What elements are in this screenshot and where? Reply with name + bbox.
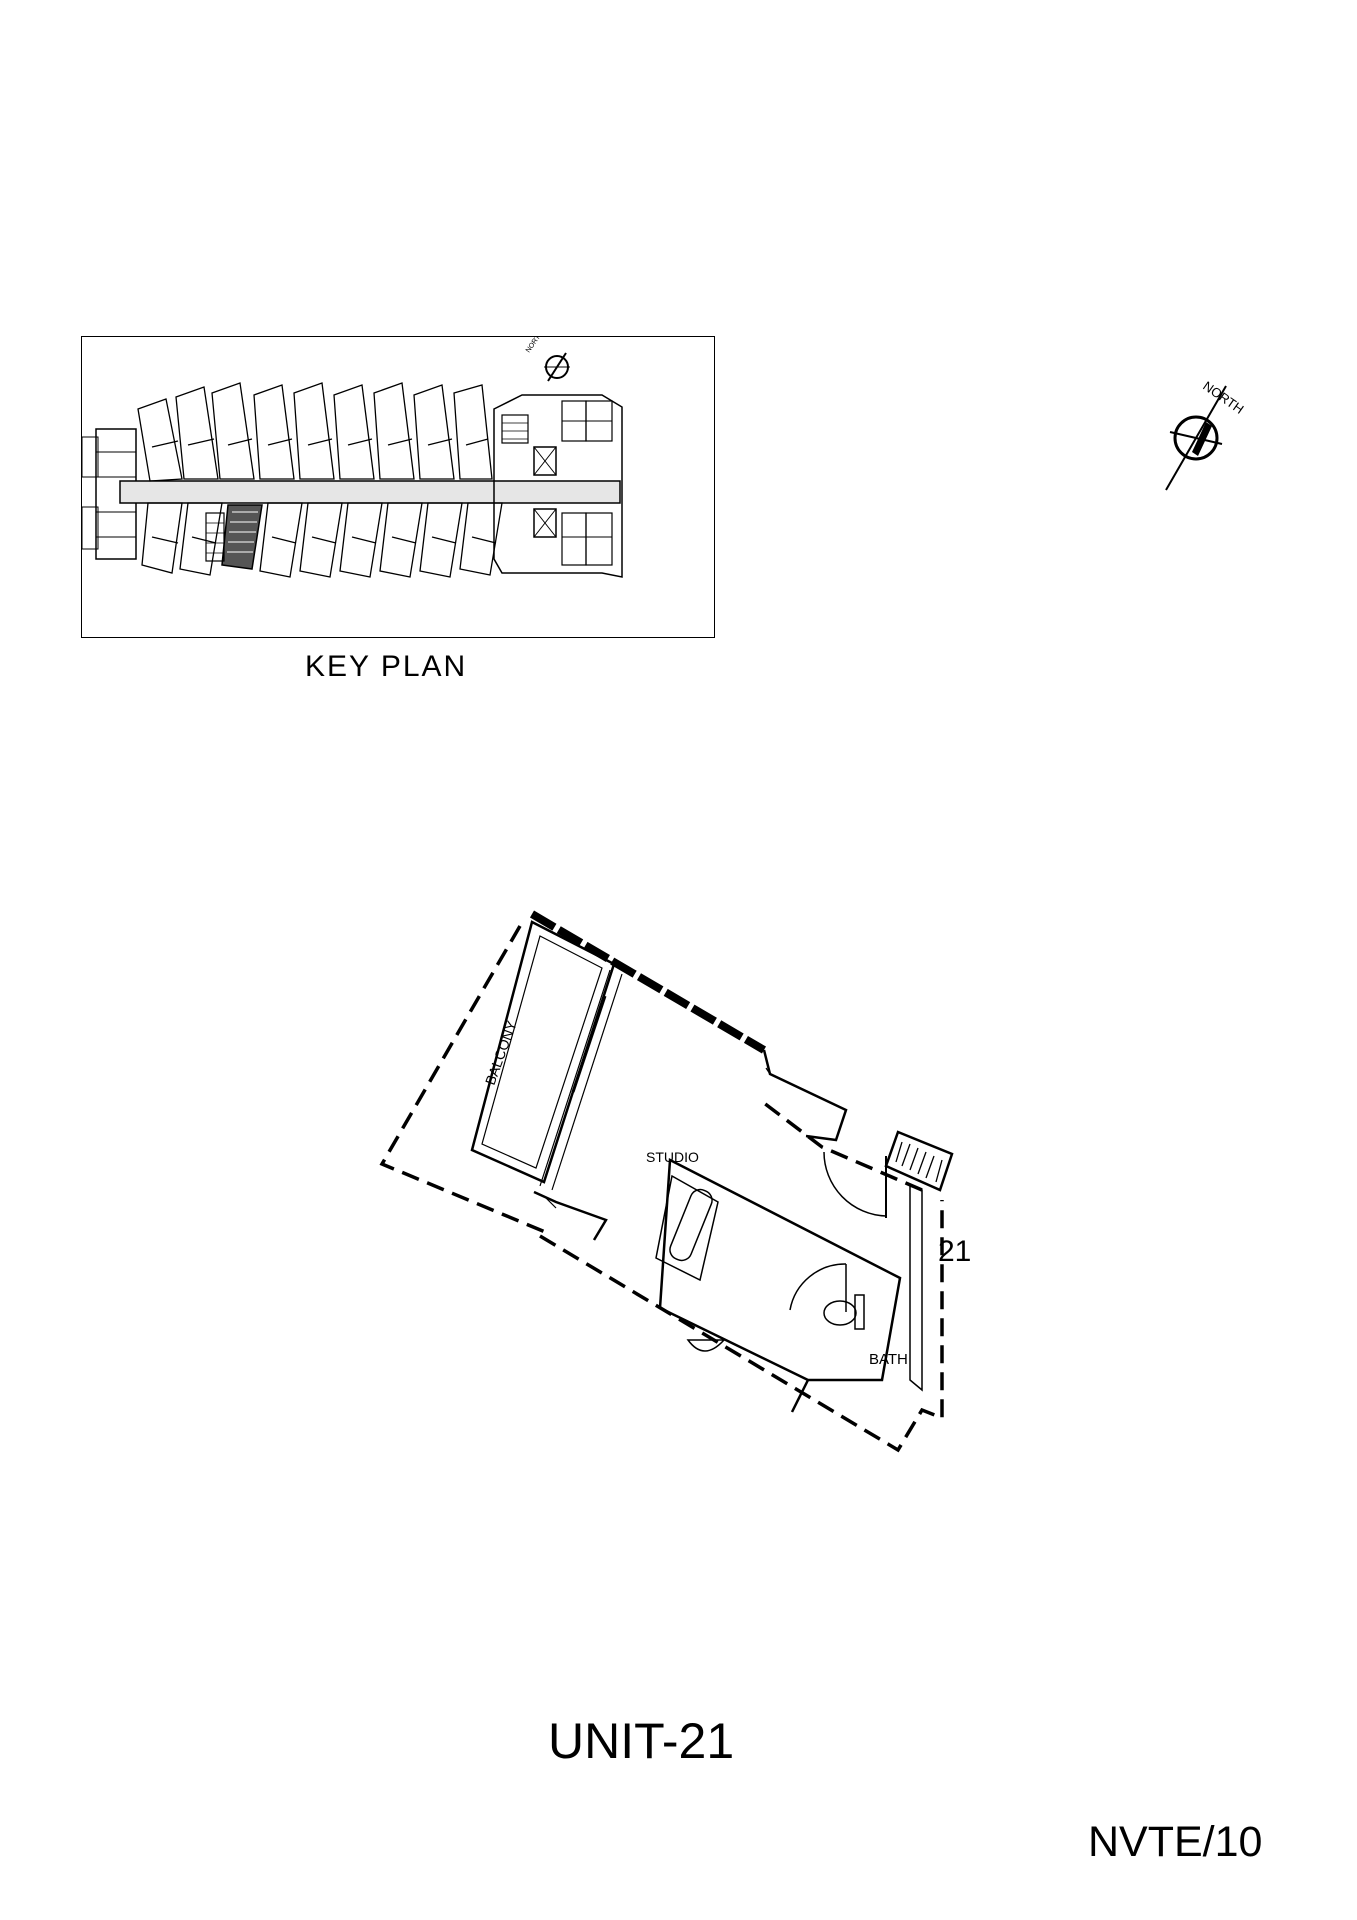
key-plan-title: KEY PLAN xyxy=(305,650,468,683)
north-arrow: NORTH xyxy=(1165,378,1247,491)
unit-number-label: 21 xyxy=(938,1235,971,1268)
unit-plan: BALCONY STUDIO BATH 21 xyxy=(379,910,971,1453)
key-plan-north-label: NORTH xyxy=(525,337,545,354)
room-label-bath: BATH xyxy=(869,1351,908,1368)
key-plan-frame: NORTH xyxy=(81,330,715,638)
key-plan-drawing: NORTH xyxy=(81,330,623,578)
key-plan-building xyxy=(81,382,623,578)
bath-door-swing xyxy=(789,1263,847,1311)
key-plan-highlighted-unit xyxy=(221,504,263,570)
unit-title: UNIT-21 xyxy=(548,1713,735,1769)
north-arrow-icon xyxy=(1165,385,1227,491)
key-plan-north-icon: NORTH xyxy=(525,330,570,382)
north-arrow-label: NORTH xyxy=(1200,378,1246,417)
sheet-code: NVTE/10 xyxy=(1088,1818,1263,1866)
kitchen-unit xyxy=(884,1130,954,1192)
toilet-icon xyxy=(823,1300,857,1326)
basin-icon xyxy=(686,1339,726,1352)
balcony-outline xyxy=(470,920,616,1184)
entry-door-swing xyxy=(823,1151,887,1217)
unit-plan-walls xyxy=(379,910,954,1453)
bath-enclosure xyxy=(658,1158,902,1382)
room-label-studio: STUDIO xyxy=(646,1149,699,1165)
